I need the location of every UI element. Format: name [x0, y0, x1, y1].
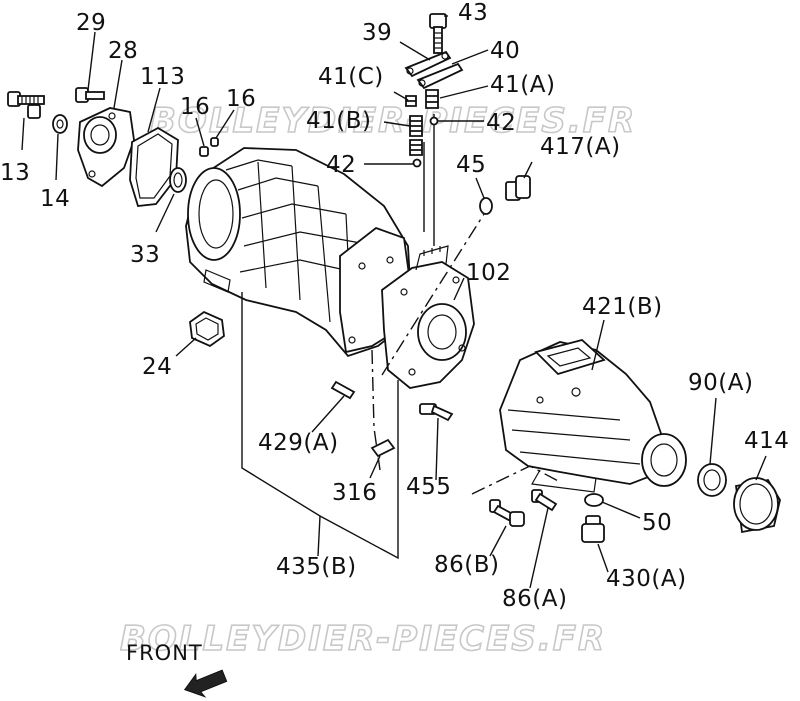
callout-42-b: 42: [326, 152, 356, 178]
ball-42-b: [412, 158, 422, 168]
callout-39: 39: [362, 20, 392, 46]
callout-455: 455: [406, 474, 451, 500]
bolt-43: [429, 13, 447, 54]
callout-41a: 41(A): [490, 72, 555, 98]
callout-42-a: 42: [486, 110, 516, 136]
lever-39: [404, 50, 452, 78]
seal-90a: [697, 463, 727, 497]
case-centerline: [381, 213, 485, 376]
spring-41b: [409, 115, 423, 156]
transmission-case-435b: [185, 147, 411, 358]
callout-50: 50: [642, 510, 672, 536]
callout-13: 13: [0, 160, 30, 186]
callout-86a: 86(A): [502, 586, 567, 612]
callout-43: 43: [458, 0, 488, 26]
callout-429a: 429(A): [258, 430, 339, 456]
callout-421b: 421(B): [582, 294, 663, 320]
cover-28: [77, 107, 135, 188]
callout-102: 102: [466, 260, 511, 286]
callout-41b: 41(B): [306, 108, 372, 134]
callout-24: 24: [142, 354, 172, 380]
washer-50: [584, 493, 604, 507]
callout-29: 29: [76, 10, 106, 36]
callout-33: 33: [130, 242, 160, 268]
callout-41c: 41(C): [318, 64, 384, 90]
callout-417a: 417(A): [540, 134, 621, 160]
callout-16-b: 16: [226, 86, 256, 112]
rear-housing-421b: [499, 339, 687, 493]
lever-40: [416, 62, 464, 90]
callout-14: 14: [40, 186, 70, 212]
washer-14: [52, 114, 68, 134]
oring-45: [479, 197, 493, 215]
callout-430a: 430(A): [606, 566, 687, 592]
bolt-455: [419, 403, 454, 422]
leader-lines: [21, 15, 767, 589]
callout-86b: 86(B): [434, 552, 500, 578]
cover-24: [189, 310, 225, 348]
bolt-86a: [531, 489, 558, 512]
adapter-plate-102: [381, 245, 475, 389]
plug-417a: [505, 175, 531, 201]
gasket-113: [129, 126, 179, 207]
spring-41c: [405, 95, 417, 107]
front-label: FRONT: [126, 641, 203, 665]
key-316: [370, 438, 396, 458]
bolt-86b: [489, 499, 525, 527]
plug-16-a: [199, 146, 209, 157]
dowel-429a: [330, 380, 356, 400]
ball-42-a: [429, 116, 439, 126]
watermark-top: BOLLEYDIER-PIECES.FR: [150, 101, 636, 141]
bolt-29: [75, 87, 105, 103]
plug-16-b: [210, 137, 219, 147]
callout-90a: 90(A): [688, 370, 753, 396]
callout-414: 414: [744, 428, 789, 454]
plug-430a: [581, 515, 605, 543]
callout-28: 28: [108, 38, 138, 64]
spring-41a: [425, 89, 439, 109]
watermark-bottom: BOLLEYDIER-PIECES.FR: [120, 619, 606, 659]
seal-33: [169, 167, 187, 193]
callout-45: 45: [456, 152, 486, 178]
callout-40: 40: [490, 38, 520, 64]
front-arrow-icon: [183, 669, 228, 698]
callout-435b: 435(B): [276, 554, 357, 580]
callout-316: 316: [332, 480, 377, 506]
bolt-13: [7, 91, 45, 119]
callout-113: 113: [140, 64, 185, 90]
bolt-centerline: [471, 465, 561, 495]
sleeve-414: [733, 477, 781, 534]
callout-16-a: 16: [180, 94, 210, 120]
